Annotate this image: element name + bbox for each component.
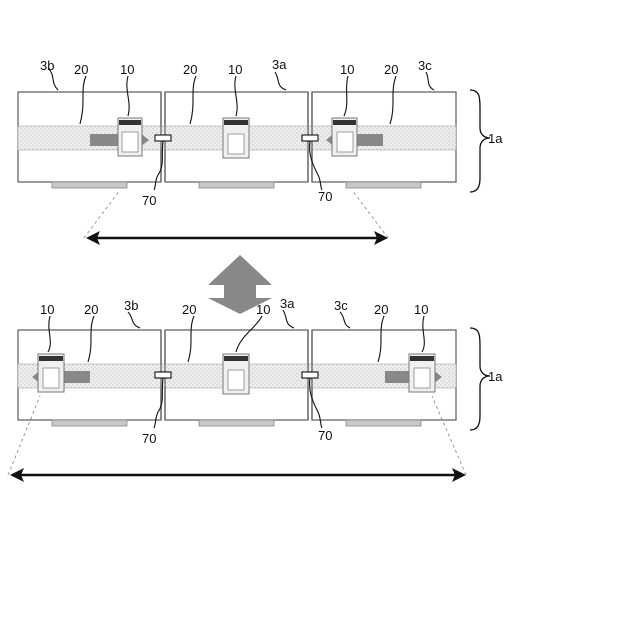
top-label-20-a: 20 bbox=[74, 62, 88, 77]
top-travel-range-arrow bbox=[86, 231, 388, 245]
top-label-3b: 3b bbox=[40, 58, 54, 73]
bottom-travel-range-arrow bbox=[10, 468, 466, 482]
top-bracket bbox=[470, 90, 490, 192]
bottom-label-3b: 3b bbox=[124, 298, 138, 313]
top-base-right bbox=[346, 182, 421, 188]
bottom-label-20-a: 20 bbox=[84, 302, 98, 317]
bottom-label-3a: 3a bbox=[280, 296, 295, 311]
bottom-base-center bbox=[199, 420, 274, 426]
bottom-label-20-c: 20 bbox=[374, 302, 388, 317]
top-label-10-c: 10 bbox=[340, 62, 354, 77]
top-label-70-right: 70 bbox=[318, 189, 332, 204]
bottom-label-10-c: 10 bbox=[414, 302, 428, 317]
bottom-slider-right bbox=[409, 354, 435, 392]
bottom-label-10-b: 10 bbox=[256, 302, 270, 317]
top-slider-center bbox=[223, 118, 249, 158]
bottom-label-70-left: 70 bbox=[142, 431, 156, 446]
top-label-20-b: 20 bbox=[183, 62, 197, 77]
top-label-10-b: 10 bbox=[228, 62, 242, 77]
top-label-70-left: 70 bbox=[142, 193, 156, 208]
top-label-20-c: 20 bbox=[384, 62, 398, 77]
bottom-label-20-b: 20 bbox=[182, 302, 196, 317]
bottom-base-right bbox=[346, 420, 421, 426]
top-label-3a: 3a bbox=[272, 57, 287, 72]
bottom-bracket bbox=[470, 328, 490, 430]
bottom-slider-center bbox=[223, 354, 249, 394]
top-label-10-a: 10 bbox=[120, 62, 134, 77]
bottom-label-10-a: 10 bbox=[40, 302, 54, 317]
bottom-slider-left bbox=[38, 354, 64, 392]
top-slider-left bbox=[118, 118, 142, 156]
top-state: 3b 20 10 20 10 3a 10 20 3c 70 70 1a bbox=[18, 57, 503, 245]
bottom-base-left bbox=[52, 420, 127, 426]
top-label-3c: 3c bbox=[418, 58, 432, 73]
top-label-1a: 1a bbox=[488, 131, 503, 146]
bottom-state: 10 20 3b 20 10 3a 3c 20 10 70 70 1a bbox=[8, 296, 503, 482]
bottom-label-3c: 3c bbox=[334, 298, 348, 313]
top-slider-right bbox=[332, 118, 357, 156]
top-base-left bbox=[52, 182, 127, 188]
bottom-label-70-right: 70 bbox=[318, 428, 332, 443]
top-base-center bbox=[199, 182, 274, 188]
bottom-label-1a: 1a bbox=[488, 369, 503, 384]
